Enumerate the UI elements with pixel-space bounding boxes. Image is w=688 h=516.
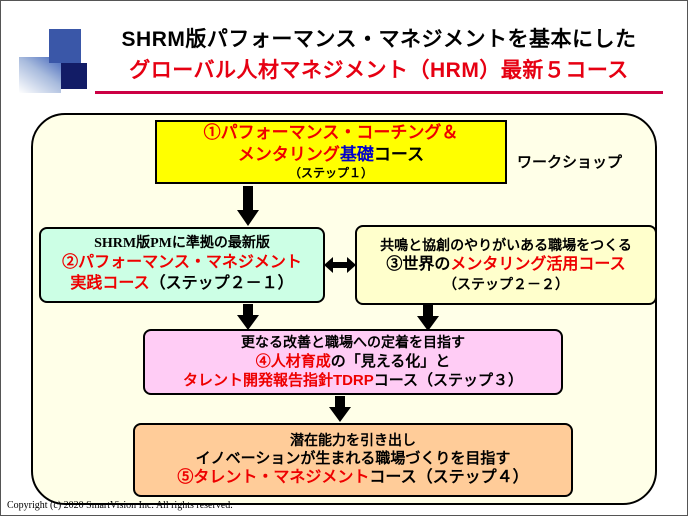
box3-line1: 共鳴と協創のやりがいある職場をつくる (380, 237, 632, 254)
box3-line2-black: ③世界の (386, 255, 451, 273)
box5-line1: 潜在能力を引き出し (290, 431, 416, 448)
arrow-box3-to-box4 (417, 305, 439, 331)
page-title-line-1: SHRM版パフォーマンス・マネジメントを基本にした (121, 28, 637, 51)
box4-line3-red: タレント開発報告指針TDRP (182, 372, 374, 390)
course-box-3: 共鳴と協創のやりがいある職場をつくる ③世界のメンタリング活用コース （ステップ… (355, 225, 657, 305)
decoration-gradient-square (19, 57, 61, 93)
box4-line2-black: の「見える化」と (330, 352, 451, 370)
box4-line3-black: コース（ステップ３） (373, 372, 524, 390)
box3-line3: （ステップ２－２） (443, 276, 569, 293)
decoration-navy-square (61, 63, 87, 89)
box3-line2: ③世界のメンタリング活用コース (386, 255, 625, 276)
box2-line2: ②パフォーマンス・マネジメント (62, 254, 302, 272)
page-title-line-2: グローバル人材マネジメント（HRM）最新５コース (129, 59, 629, 82)
diagram-canvas: ①パフォーマンス・コーチング＆ メンタリング基礎コース （ステップ１） ワークシ… (31, 113, 657, 505)
decoration-blue-square (49, 29, 81, 63)
box1-line3: （ステップ１） (288, 166, 373, 181)
box5-line3-black: コース（ステップ４） (369, 469, 529, 487)
arrow-box2-to-box4 (237, 304, 259, 330)
box2-line3-black: （ステップ２－１） (149, 275, 294, 293)
box4-line2: ④人材育成の「見える化」と (256, 352, 451, 372)
course-box-4: 更なる改善と職場への定着を目指す ④人材育成の「見える化」と タレント開発報告指… (143, 329, 563, 395)
course-box-5: 潜在能力を引き出し イノベーションが生まれる職場づくりを目指す ⑤タレント・マネ… (133, 423, 573, 497)
title-underline (95, 91, 663, 94)
box3-line2-red: メンタリング活用コース (450, 255, 626, 273)
copyright-text: Copyright (c) 2020 SmartVision Inc. All … (7, 500, 233, 511)
box4-line2-red: ④人材育成 (255, 352, 331, 370)
box1-line2-black: コース (373, 145, 425, 165)
box1-line2-red: メンタリング (237, 145, 340, 165)
box5-line3-red: ⑤タレント・マネジメント (177, 469, 370, 487)
box2-line3-red: 実践コース (70, 275, 150, 293)
box1-line2-blue: 基礎 (339, 145, 374, 165)
course-box-2: SHRM版PMに準拠の最新版 ②パフォーマンス・マネジメント 実践コース（ステッ… (39, 227, 325, 303)
course-box-1: ①パフォーマンス・コーチング＆ メンタリング基礎コース （ステップ１） (155, 120, 507, 184)
arrow-box2-box3-bidirectional (324, 255, 356, 275)
box4-line3: タレント開発報告指針TDRPコース（ステップ３） (183, 371, 523, 391)
box5-line3: ⑤タレント・マネジメントコース（ステップ４） (177, 468, 528, 489)
box4-line1: 更なる改善と職場への定着を目指す (241, 334, 465, 351)
arrow-box1-to-box2 (237, 186, 259, 226)
box2-line1: SHRM版PMに準拠の最新版 (94, 236, 270, 252)
workshop-label: ワークショップ (517, 154, 623, 171)
box1-line2: メンタリング基礎コース (238, 144, 424, 166)
box5-line2: イノベーションが生まれる職場づくりを目指す (195, 449, 511, 467)
box1-line1: ①パフォーマンス・コーチング＆ (203, 123, 459, 143)
box2-line3: 実践コース（ステップ２－１） (70, 274, 293, 295)
arrow-box4-to-box5 (329, 396, 351, 422)
